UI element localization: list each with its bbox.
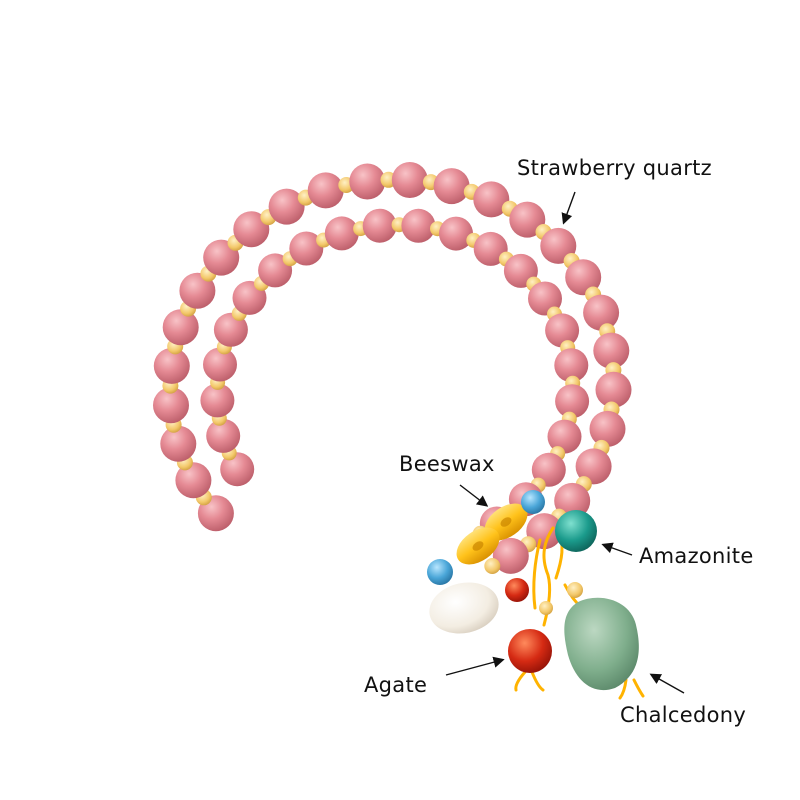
beeswax-spacers: [456, 503, 528, 565]
amazonite-bead: [555, 510, 597, 552]
strawberry-quartz-bead: [583, 294, 620, 331]
label-strawberry-quartz: Strawberry quartz: [517, 156, 712, 180]
strawberry-quartz-bead: [160, 425, 197, 462]
turquoise-bead: [521, 490, 545, 514]
strawberry-quartz-bead: [473, 181, 510, 218]
strawberry-quartz-bead: [153, 347, 190, 384]
strawberry-quartz-bead: [589, 410, 626, 447]
strawberry-quartz-bead: [547, 419, 582, 454]
pearl-bead: [429, 582, 499, 634]
seed-bead: [539, 601, 553, 615]
strawberry-quartz-bead: [153, 387, 189, 424]
strawberry-quartz-bead: [213, 312, 248, 347]
strawberry-quartz-bead: [289, 231, 324, 266]
strawberry-quartz-bead: [200, 383, 235, 418]
strawberry-quartz-bead: [324, 216, 359, 251]
pointer-line: [649, 673, 685, 694]
label-amazonite: Amazonite: [639, 544, 754, 568]
strawberry-quartz-bead: [593, 332, 630, 369]
strawberry-quartz-bead: [362, 208, 397, 243]
outer-bead-strand: [153, 162, 632, 574]
strawberry-quartz-bead: [526, 513, 563, 550]
seed-bead: [484, 558, 501, 574]
label-chalcedony: Chalcedony: [620, 703, 747, 727]
agate-bead: [505, 578, 529, 602]
strawberry-quartz-bead: [554, 348, 589, 383]
pointer-line: [601, 542, 633, 556]
strawberry-quartz-bead: [565, 259, 602, 296]
strawberry-quartz-bead: [595, 371, 632, 408]
strawberry-quartz-bead: [575, 448, 612, 485]
strawberry-quartz-bead: [401, 208, 436, 243]
inner-bead-strand: [200, 208, 590, 541]
agate-bead: [508, 629, 552, 673]
label-leader-lines: [445, 191, 685, 694]
pointer-line: [459, 484, 489, 507]
strawberry-quartz-bead: [203, 347, 237, 382]
strawberry-quartz-bead: [555, 384, 590, 419]
label-beeswax: Beeswax: [399, 452, 495, 476]
chalcedony-pendant: [564, 597, 639, 691]
strawberry-quartz-bead: [220, 452, 255, 487]
strawberry-quartz-bead: [268, 188, 305, 225]
seed-bead: [567, 582, 583, 598]
strawberry-quartz-bead: [206, 418, 241, 453]
strawberry-quartz-bead: [162, 309, 199, 346]
strawberry-quartz-bead: [391, 162, 428, 198]
strawberry-quartz-bead: [349, 163, 386, 200]
strawberry-quartz-bead: [492, 537, 529, 574]
strawberry-quartz-bead: [307, 172, 344, 209]
pointer-line: [561, 191, 576, 225]
strawberry-quartz-bead: [433, 168, 470, 205]
strawberry-quartz-bead: [179, 272, 216, 309]
label-agate: Agate: [364, 673, 428, 697]
strawberry-quartz-bead: [545, 313, 580, 348]
pointer-line: [445, 656, 505, 676]
strawberry-quartz-bead: [439, 216, 473, 251]
turquoise-bead: [427, 559, 453, 585]
strawberry-quartz-bead: [175, 462, 212, 499]
strawberry-quartz-bead: [233, 211, 270, 248]
